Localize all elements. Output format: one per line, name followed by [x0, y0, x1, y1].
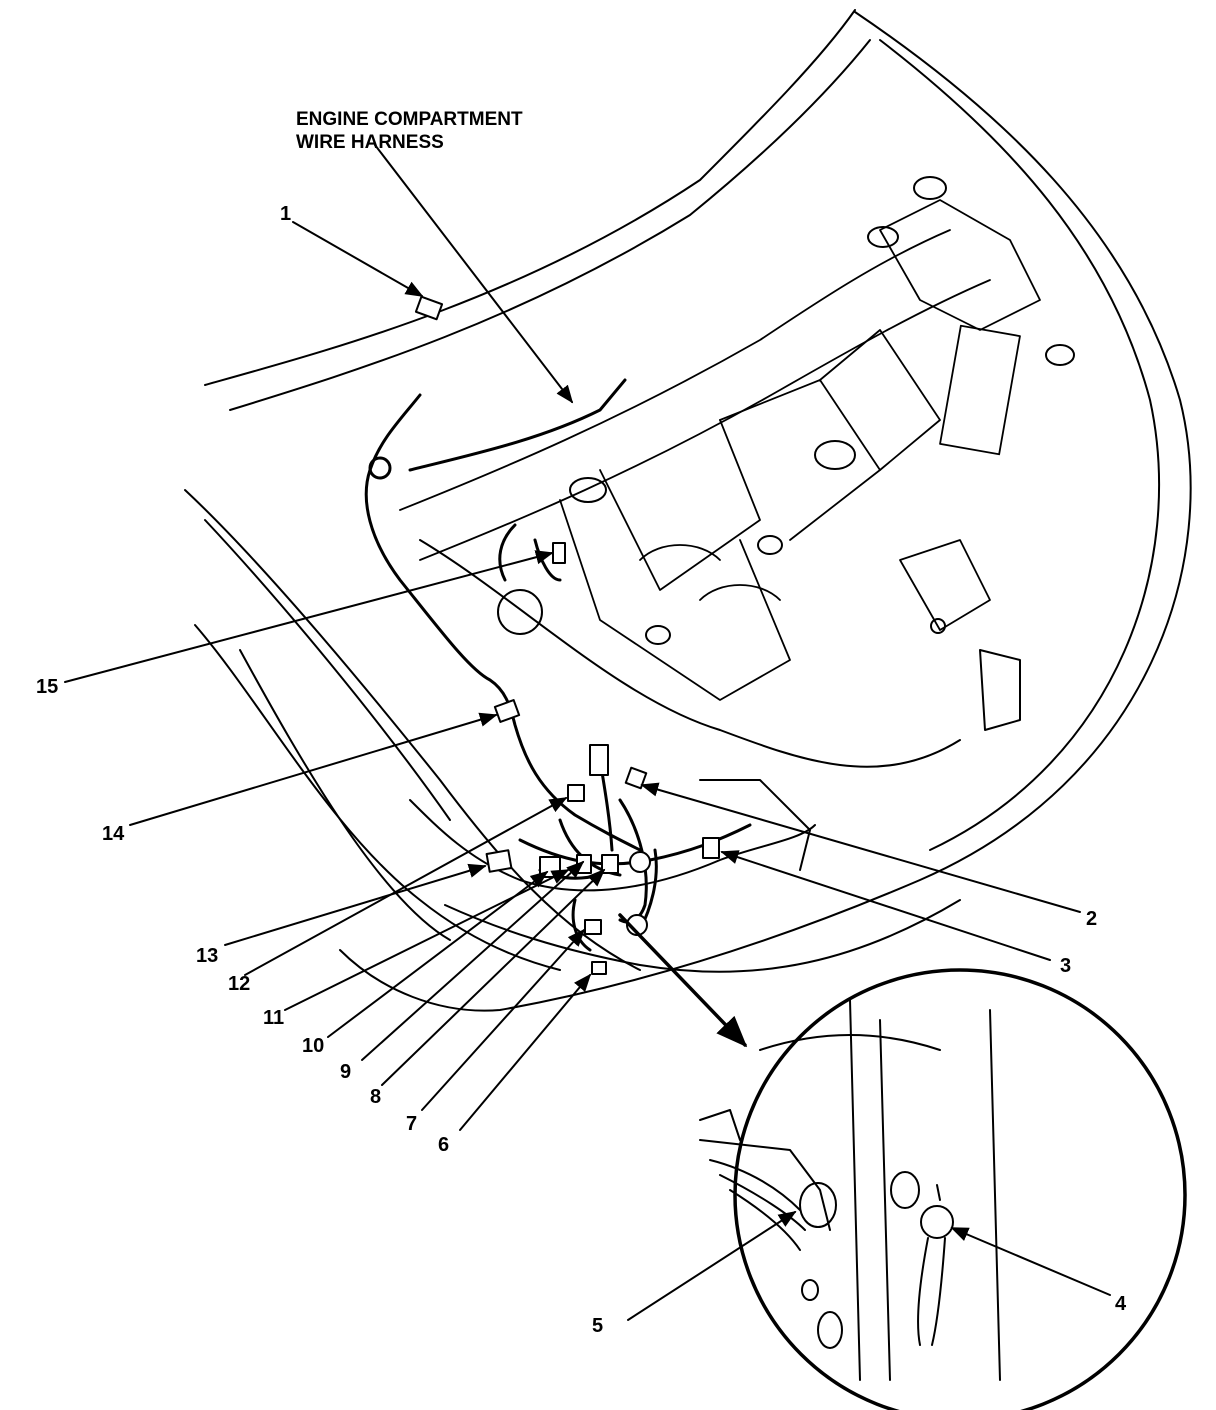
callout-10: 10: [302, 1035, 324, 1057]
leader-lines: [64, 144, 1111, 1321]
callout-13: 13: [196, 945, 218, 967]
callout-4: 4: [1115, 1293, 1127, 1315]
callout-3: 3: [1060, 955, 1071, 977]
callout-9: 9: [340, 1061, 351, 1083]
callout-15: 15: [36, 676, 58, 698]
engine-caps: [497, 176, 1075, 645]
callout-11: 11: [263, 1007, 284, 1029]
callout-2: 2: [1086, 908, 1097, 930]
callout-8: 8: [370, 1086, 381, 1108]
engine-block: [399, 199, 1041, 701]
detail-inset-circle: [699, 968, 1187, 1410]
callout-numbers: 1 2 3 4 5 6 7 8 9 10 11 12 13 14 15: [36, 203, 1127, 1337]
callout-6: 6: [438, 1134, 449, 1156]
harness-title-line2: WIRE HARNESS: [296, 132, 444, 153]
callout-7: 7: [406, 1113, 417, 1135]
car-body-outline: [184, 9, 1192, 1012]
callout-12: 12: [228, 973, 250, 995]
callout-5: 5: [592, 1315, 603, 1337]
harness-title: ENGINE COMPARTMENT WIRE HARNESS: [296, 109, 523, 153]
callout-1: 1: [280, 203, 291, 225]
harness-title-line1: ENGINE COMPARTMENT: [296, 109, 523, 130]
callout-14: 14: [102, 823, 125, 845]
